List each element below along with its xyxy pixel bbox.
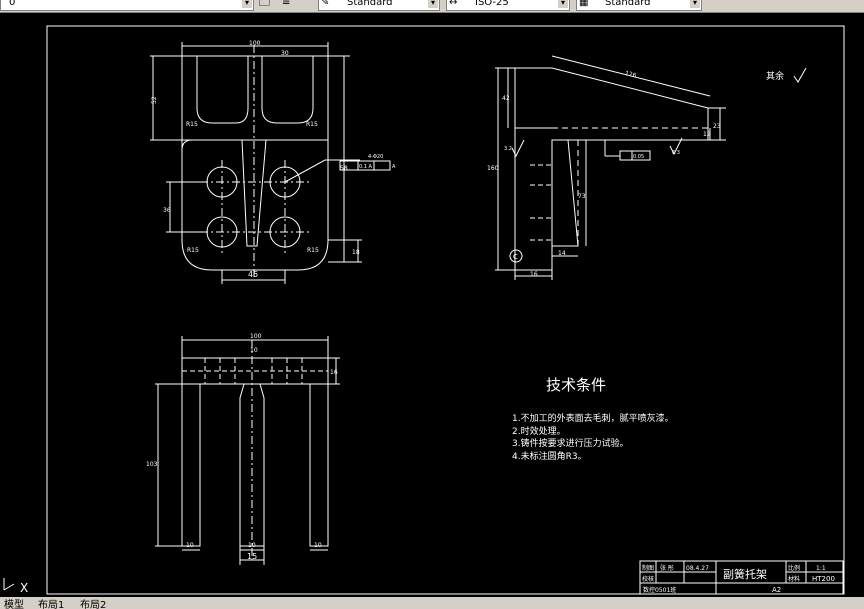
dim-mid-h: 73 xyxy=(578,193,586,200)
layer-value: 0 xyxy=(9,0,16,8)
flatness-value: 0.05 xyxy=(633,154,644,160)
chevron-down-icon[interactable]: ▾ xyxy=(428,0,438,8)
dim-ref-side: 58 xyxy=(340,165,348,172)
text-style-dropdown[interactable]: ✎ Standard ▾ xyxy=(318,0,440,11)
tech-line-4: 4.未标注圆角R3。 xyxy=(512,450,587,462)
fillet-left-label: R15 xyxy=(186,121,198,128)
side-view xyxy=(495,55,726,280)
text-style-value: Standard xyxy=(347,0,393,8)
tab-model[interactable]: 模型 xyxy=(4,600,24,609)
table-style-dropdown[interactable]: ▦ Standard ▾ xyxy=(576,0,702,11)
dim-bottom-width: 45 xyxy=(248,270,258,279)
roughness-flat-value: 6.3 xyxy=(672,150,680,156)
dim-hole-spacing: 36 xyxy=(163,207,171,214)
dim-style-value: ISO-25 xyxy=(475,0,509,8)
drawing-svg: 100 30 52 R15 R15 36 R15 R15 45 18 58 4-… xyxy=(3,25,845,595)
fillet-right-label: R15 xyxy=(306,121,318,128)
dim-side-total: 160 xyxy=(487,165,499,172)
datum-c-label: C xyxy=(513,253,518,261)
datum-label: A xyxy=(392,164,396,170)
layer-dropdown[interactable]: 0 ▾ xyxy=(0,0,254,11)
dim-bottom-total: 100 xyxy=(250,333,262,340)
tech-title: 技术条件 xyxy=(546,376,606,394)
dim-top-h: 42 xyxy=(502,95,510,102)
dim-bottom-w: 16 xyxy=(530,271,538,278)
tolerance-frame: 0.1 A xyxy=(359,164,373,170)
dim-foot-mid: 10 xyxy=(248,542,256,549)
tb-scale-value: 1:1 xyxy=(816,565,826,572)
dim-slope: 126 xyxy=(624,70,637,80)
properties-toolbar: 0 ▾ 🗂 ≣ ✎ Standard ▾ ↔ ISO-25 ▾ ▦ Standa… xyxy=(0,0,864,13)
dim-inner-gap: 30 xyxy=(281,50,289,57)
tech-line-2: 2.时效处理。 xyxy=(512,425,566,437)
text-style-icon: ✎ xyxy=(321,0,330,8)
dim-right-w: 12 xyxy=(703,131,711,138)
tb-size-value: A2 xyxy=(772,586,781,594)
drawing-canvas[interactable]: 100 30 52 R15 R15 36 R15 R15 45 18 58 4-… xyxy=(0,13,864,595)
roughness-mark xyxy=(793,67,807,83)
layout-tabs: 模型 布局1 布局2 xyxy=(0,597,864,609)
corner-left-label: R15 xyxy=(187,247,199,254)
dim-foot-left: 10 xyxy=(186,542,194,549)
tb-material-label: 材料 xyxy=(788,575,800,583)
dim-style-dropdown[interactable]: ↔ ISO-25 ▾ xyxy=(446,0,570,11)
bottom-view xyxy=(155,336,340,565)
dim-center-mark: 10 xyxy=(250,347,258,354)
hole-callout: 4-Φ20 xyxy=(368,154,383,160)
dim-foot-right: 10 xyxy=(314,542,322,549)
dim-width-total: 100 xyxy=(249,40,261,47)
dim-right-h: 23 xyxy=(713,123,721,130)
drawing-border xyxy=(46,25,845,595)
dim-style-icon: ↔ xyxy=(449,0,458,8)
tb-drawer: 张 彤 xyxy=(660,564,674,572)
dim-bottom-right: 18 xyxy=(352,249,360,256)
tb-date: 08.4.27 xyxy=(686,565,709,572)
table-style-value: Standard xyxy=(605,0,651,8)
layer-tools-icon[interactable]: 🗂 xyxy=(258,0,271,7)
tb-check-label: 校核 xyxy=(642,575,654,583)
tab-layout2[interactable]: 布局2 xyxy=(80,600,107,609)
tb-draw-label: 制图 xyxy=(642,564,654,572)
ucs-icon xyxy=(3,578,15,591)
tb-material-value: HT200 xyxy=(812,575,835,583)
roughness-left-value: 3.2 xyxy=(504,146,512,152)
tb-class-value: 数控0501班 xyxy=(643,586,676,594)
dim-web-w: 15 xyxy=(247,552,257,561)
ucs-x-label: X xyxy=(20,581,28,595)
corner-right-label: R15 xyxy=(307,247,319,254)
tab-layout1[interactable]: 布局1 xyxy=(38,600,65,609)
table-style-icon: ▦ xyxy=(579,0,589,8)
tb-scale-label: 比例 xyxy=(788,564,800,572)
dim-flange-h: 16 xyxy=(330,369,338,376)
tech-line-3: 3.铸件按要求进行压力试验。 xyxy=(512,437,629,449)
dim-base: 14 xyxy=(558,250,566,257)
front-view xyxy=(150,42,391,284)
layer-stack-icon[interactable]: ≣ xyxy=(282,0,291,7)
dim-height-top: 52 xyxy=(151,96,158,104)
chevron-down-icon[interactable]: ▾ xyxy=(558,0,568,8)
title-block xyxy=(639,560,844,595)
tech-line-1: 1.不加工的外表面去毛刺，腻平喷灰漆。 xyxy=(512,412,674,424)
dim-bottom-height: 103 xyxy=(146,461,158,468)
chevron-down-icon[interactable]: ▾ xyxy=(242,0,252,8)
chevron-down-icon[interactable]: ▾ xyxy=(690,0,700,8)
tb-part-name: 副簧托架 xyxy=(723,567,767,581)
other-surfaces-label: 其余 xyxy=(766,70,784,82)
